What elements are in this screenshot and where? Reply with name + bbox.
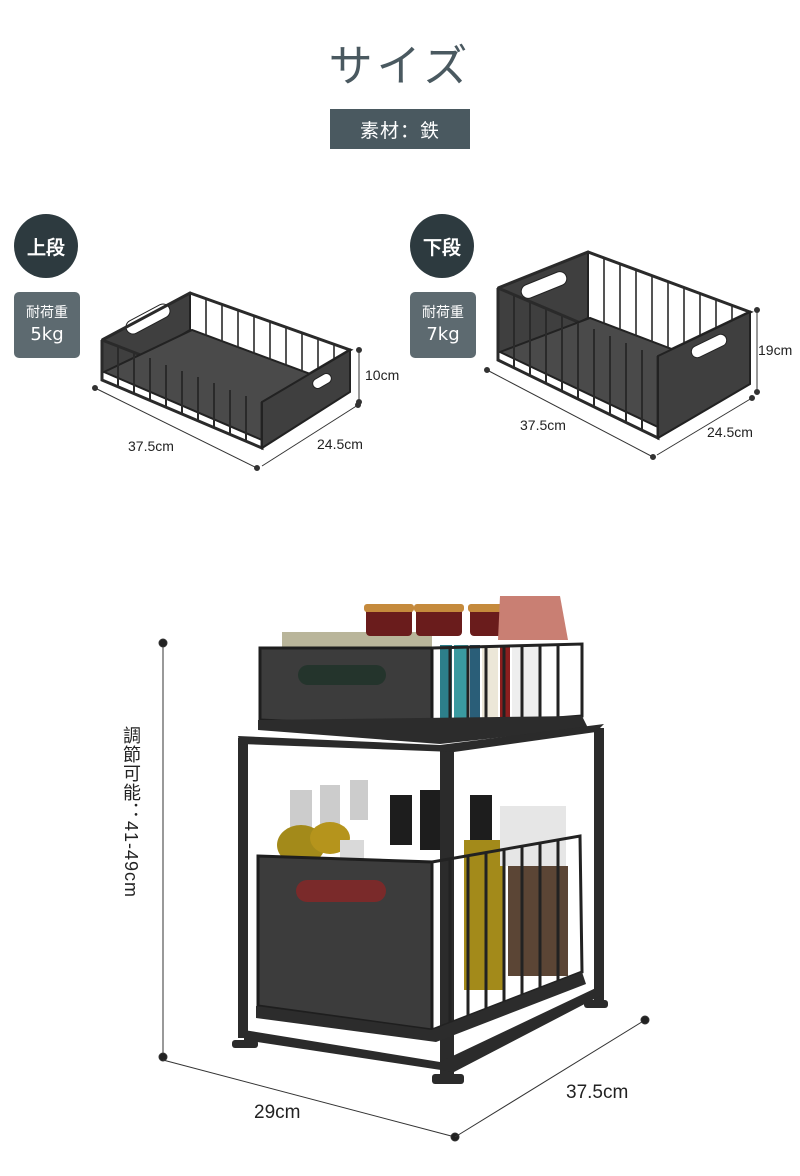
material-badge: 素材：鉄 [330,109,470,149]
upper-width-label: 24.5cm [317,436,363,452]
upper-dimension-lines [92,347,362,471]
upper-load-badge: 耐荷重 5kg [14,292,80,358]
upper-tier-badge: 上段 [14,214,78,278]
lower-basket-image [496,250,754,441]
upper-length-label: 37.5cm [128,438,174,454]
rack-width-label: 29cm [254,1102,301,1123]
lower-length-label: 37.5cm [520,417,566,433]
lower-width-label: 24.5cm [707,424,753,440]
rack-depth-label: 37.5cm [566,1082,629,1103]
lower-load-label: 耐荷重 [422,305,464,321]
lower-dimension-lines [484,307,760,460]
rack-dimension-lines [158,638,650,1142]
lower-tier-badge: 下段 [410,214,474,278]
rack-height-label: 調節可能：41-49cm [121,726,141,899]
upper-basket-image [100,291,354,451]
rack-image [232,596,608,1084]
upper-load-value: 5kg [30,324,64,345]
lower-height-label: 19cm [758,342,793,358]
page-title: サイズ [328,41,472,92]
upper-height-label: 10cm [365,367,400,383]
lower-load-badge: 耐荷重 7kg [410,292,476,358]
lower-load-value: 7kg [426,324,460,345]
upper-load-label: 耐荷重 [26,305,68,321]
